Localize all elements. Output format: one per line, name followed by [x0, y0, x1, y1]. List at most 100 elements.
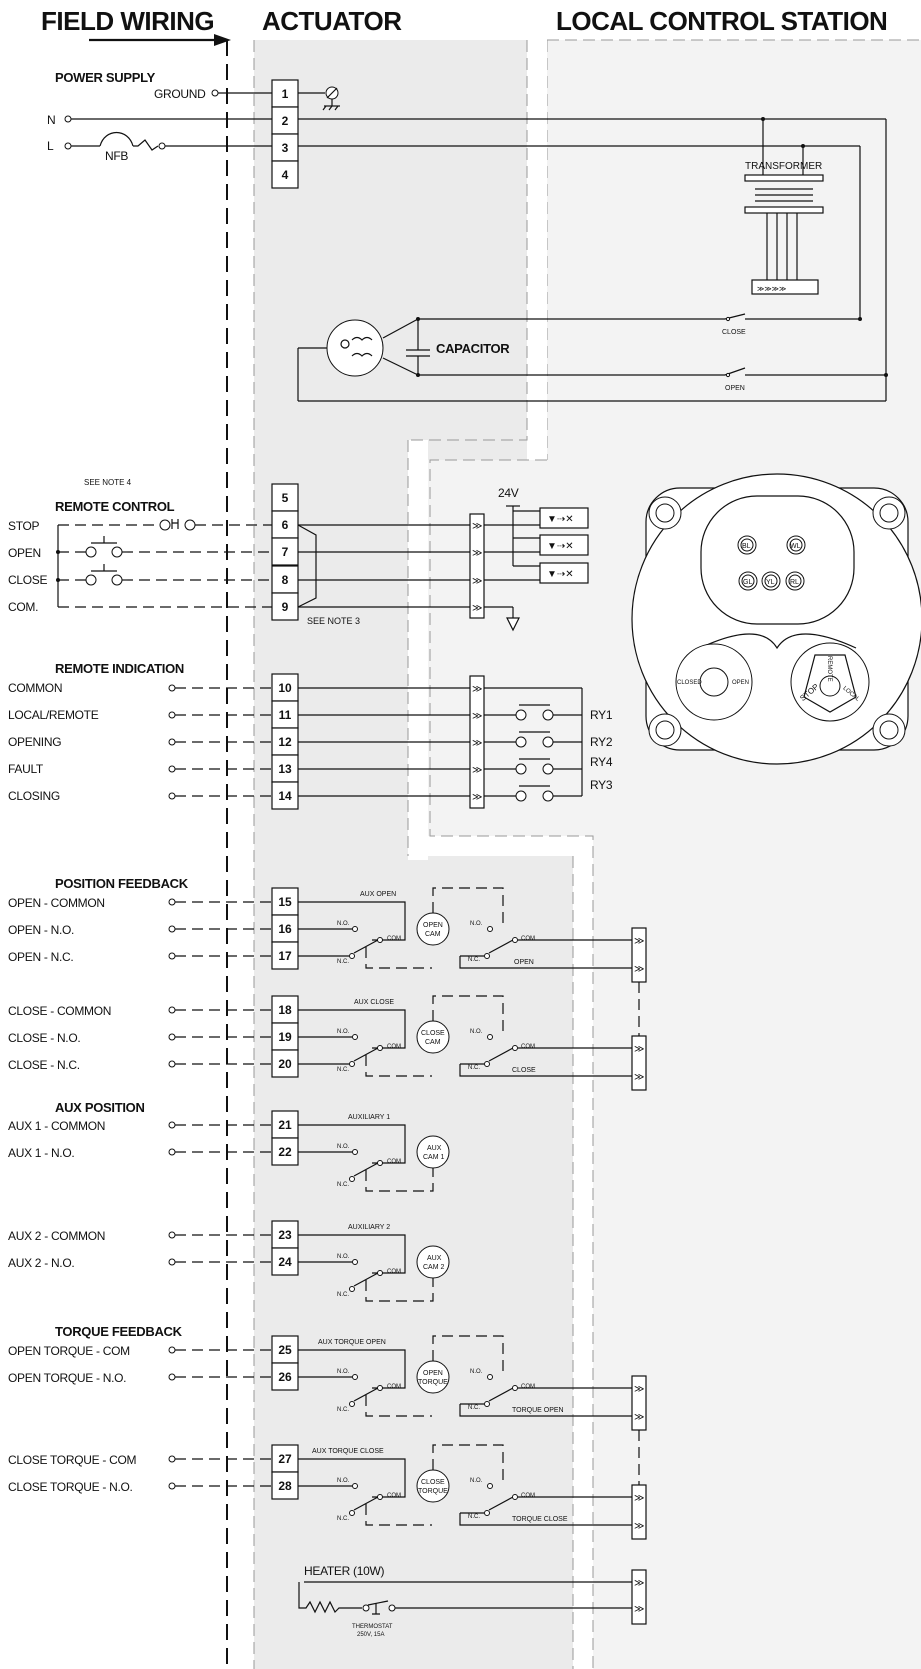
svg-text:COM: COM: [387, 1384, 401, 1390]
terminal-number: 23: [278, 1228, 292, 1242]
lamp-rl: RL: [790, 579, 799, 586]
aux-cam2-line2: CAM 2: [423, 1264, 445, 1271]
terminal-number: 22: [278, 1145, 292, 1159]
svg-text:COM: COM: [387, 1159, 401, 1165]
motor-icon: [297, 318, 886, 402]
close-open-contacts: CLOSE OPEN: [418, 313, 888, 392]
aux-position-title: AUX POSITION: [55, 1100, 145, 1115]
terminal-19: 19: [271, 1022, 299, 1051]
terminal-number: 1: [282, 87, 289, 101]
aux-open-switch: AUX OPEN N.O. N.C. COM: [298, 891, 432, 969]
indicator-lamps: BL WL GL YL RL: [737, 535, 806, 591]
terminal-number: 25: [278, 1343, 292, 1357]
ap-label-aux2-common: AUX 2 - COMMON: [8, 1229, 105, 1243]
terminal-12: 12: [271, 727, 299, 756]
terminal-26: 26: [271, 1362, 299, 1391]
aux-torque-close-label: AUX TORQUE CLOSE: [312, 1448, 384, 1455]
l-label: L: [47, 139, 54, 153]
remote-control-title: REMOTE CONTROL: [55, 499, 175, 514]
terminal-11: 11: [271, 700, 299, 729]
lamp-yl: YL: [766, 579, 775, 586]
svg-text:N.C.: N.C.: [468, 1065, 480, 1071]
rc-label-com: COM.: [8, 600, 38, 614]
aux-cam1-line2: CAM 1: [423, 1154, 445, 1161]
aux-torque-open-switch: AUX TORQUE OPEN N.O. N.C. COM: [298, 1339, 432, 1417]
terminal-18: 18: [271, 995, 299, 1024]
svg-text:N.C.: N.C.: [337, 1182, 349, 1188]
auxiliary2-switch: AUXILIARY 2 N.O. N.C. COM: [298, 1224, 434, 1302]
terminal-number: 11: [279, 708, 292, 722]
terminal-13: 13: [271, 754, 299, 783]
close-cam: CLOSE CAM: [416, 995, 504, 1054]
torque-open-switch-label: TORQUE OPEN: [512, 1407, 564, 1414]
close-cam-line2: CAM: [425, 1039, 441, 1046]
svg-text:N.O.: N.O.: [337, 1029, 350, 1035]
terminal-number: 27: [278, 1452, 292, 1466]
auxiliary2-label: AUXILIARY 2: [348, 1224, 390, 1231]
terminal-15: 15: [271, 887, 299, 916]
position-connectors: ≫ ≫ ≫ ≫: [631, 927, 647, 1091]
terminal-3: 3: [271, 133, 299, 162]
relay-ry4: RY4: [590, 755, 613, 769]
selector-remote-label: REMOTE: [826, 656, 832, 682]
open-cam: OPEN CAM: [416, 887, 504, 946]
transformer-icon: TRANSFORMER ≫≫≫≫: [744, 161, 824, 295]
svg-text:≫: ≫: [472, 603, 482, 614]
terminal-16: 16: [271, 914, 299, 943]
svg-text:≫: ≫: [634, 1521, 644, 1532]
aux-cam1-line1: AUX: [427, 1145, 442, 1152]
pf-label-open-no: OPEN - N.O.: [8, 923, 74, 937]
header-local-control-station: LOCAL CONTROL STATION: [556, 6, 887, 36]
terminal-number: 26: [278, 1370, 292, 1384]
svg-text:≫: ≫: [634, 1044, 644, 1055]
aux-cam2-line1: AUX: [427, 1255, 442, 1262]
svg-text:N.O.: N.O.: [337, 1144, 350, 1150]
svg-text:N.C.: N.C.: [468, 957, 480, 963]
terminal-number: 20: [278, 1057, 292, 1071]
terminal-9: 9: [271, 592, 299, 621]
ground-label: GROUND: [154, 87, 206, 101]
ap-label-aux1-common: AUX 1 - COMMON: [8, 1119, 105, 1133]
lamp-bl: BL: [742, 543, 751, 550]
svg-text:N.O.: N.O.: [337, 1478, 350, 1484]
svg-text:COM: COM: [387, 1044, 401, 1050]
auxiliary1-switch: AUXILIARY 1 N.O. N.C. COM: [298, 1114, 434, 1192]
see-note-3: SEE NOTE 3: [307, 616, 360, 626]
remote-indication-title: REMOTE INDICATION: [55, 661, 184, 676]
terminal-4: 4: [271, 160, 299, 189]
svg-text:COM: COM: [387, 1493, 401, 1499]
control-station-faceplate: [631, 473, 921, 765]
svg-text:≫: ≫: [472, 738, 482, 749]
selector-closed-label: CLOSED: [677, 680, 702, 686]
aux-close-switch: AUX CLOSE N.O. N.C. COM: [298, 999, 432, 1077]
svg-text:N.C.: N.C.: [337, 1292, 349, 1298]
terminal-number: 2: [282, 114, 289, 128]
local-remote-selector: REMOTE STOP LOCAL: [790, 642, 870, 722]
auxiliary1-label: AUXILIARY 1: [348, 1114, 390, 1121]
pf-label-close-common: CLOSE - COMMON: [8, 1004, 111, 1018]
terminal-number: 17: [278, 949, 292, 963]
svg-text:N.C.: N.C.: [337, 1067, 349, 1073]
terminal-8: 8: [271, 565, 299, 594]
close-contact-label: CLOSE: [722, 329, 746, 336]
open-switch-label: OPEN: [514, 959, 534, 966]
pf-label-close-nc: CLOSE - N.C.: [8, 1058, 80, 1072]
terminal-23: 23: [271, 1220, 299, 1249]
torque-close-switch-label: TORQUE CLOSE: [512, 1516, 568, 1523]
terminal-number: 5: [282, 491, 289, 505]
terminal-number: 10: [278, 681, 292, 695]
nfb-label: NFB: [105, 149, 128, 163]
terminal-17: 17: [271, 941, 299, 970]
svg-text:≫: ≫: [634, 964, 644, 975]
rc-label-stop: STOP: [8, 519, 40, 533]
tf-label-close-com: CLOSE TORQUE - COM: [8, 1453, 136, 1467]
aux-torque-close-switch: AUX TORQUE CLOSE N.O. N.C. COM: [298, 1448, 432, 1526]
relay-ry1: RY1: [590, 708, 613, 722]
close-cam-line1: CLOSE: [421, 1030, 445, 1037]
thermostat-rating: 250V, 15A: [357, 1632, 384, 1638]
terminal-number: 15: [278, 895, 292, 909]
remote-indication-wiring: ≫ ≫ ≫ ≫ ≫: [168, 675, 583, 809]
rc-label-open: OPEN: [8, 546, 41, 560]
pf-label-open-common: OPEN - COMMON: [8, 896, 105, 910]
ap-label-aux1-no: AUX 1 - N.O.: [8, 1146, 74, 1160]
